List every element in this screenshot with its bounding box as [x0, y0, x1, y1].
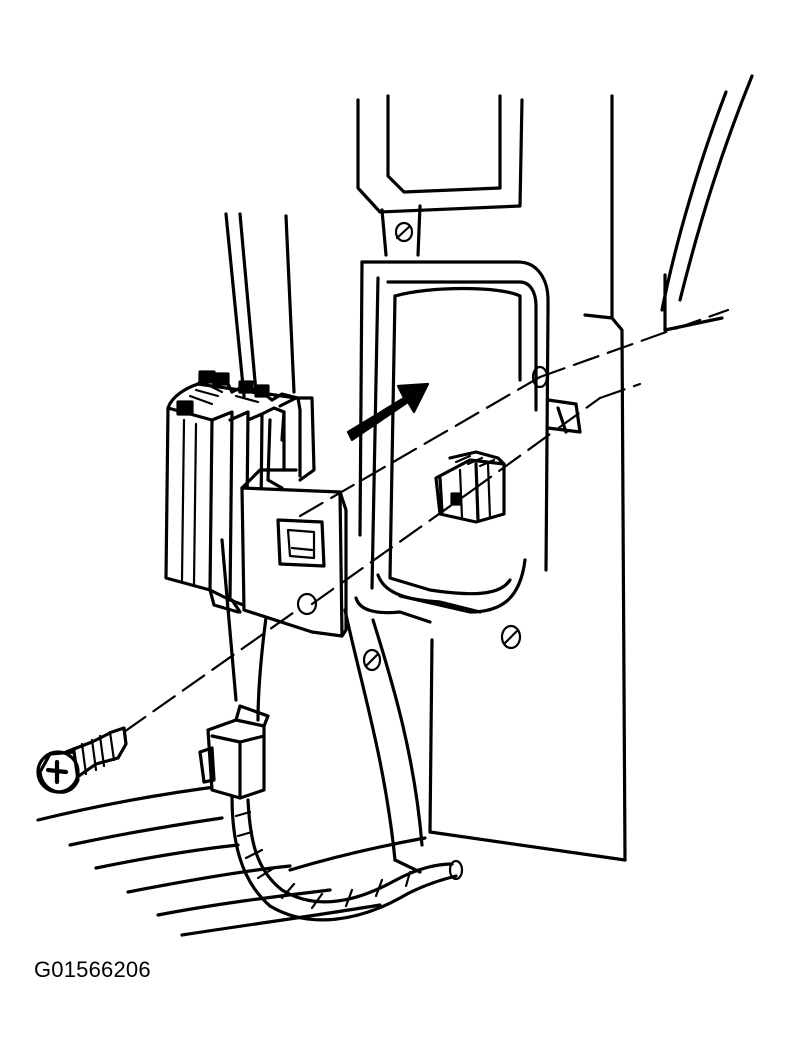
mounting-plate	[354, 260, 582, 672]
lower-trim	[343, 608, 424, 874]
module-flange	[240, 468, 348, 638]
wire-harness	[230, 794, 464, 922]
upper-strap	[356, 94, 524, 257]
floor-lines	[36, 783, 427, 937]
bracket-connector	[434, 450, 506, 524]
direction-arrow-icon	[346, 382, 430, 442]
figure-id-label: G01566206	[34, 957, 151, 982]
module	[164, 370, 316, 614]
harness-connector	[198, 704, 270, 800]
bolt-icon	[36, 726, 128, 794]
pillar-panel	[428, 74, 754, 862]
alignment-lines	[122, 308, 730, 734]
